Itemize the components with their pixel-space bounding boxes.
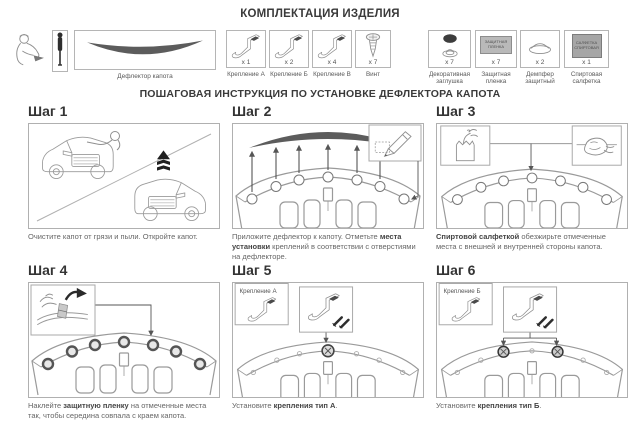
bracket-b-icon <box>272 33 306 59</box>
part-box: x 2 <box>269 30 309 68</box>
part-label: Винт <box>365 71 381 78</box>
step-5-box: Крепление А <box>232 282 424 398</box>
step-1: Шаг 1 Очистите капот от грязи и пыли. От… <box>28 103 220 242</box>
screwdriver-icon <box>53 31 67 71</box>
installer-figure <box>12 30 50 72</box>
part-qty: x 1 <box>241 59 251 66</box>
part-label: Спиртовая салфетка <box>570 71 603 86</box>
part-box: САЛФЕТКА СПИРТОВАЯ x 1 <box>564 30 609 68</box>
bracket-a-icon <box>229 33 263 59</box>
part-box: x 7 <box>355 30 391 68</box>
deflector-icon <box>87 40 203 55</box>
step-4: Шаг 4 Наклейте защитную пленку на отмече… <box>28 262 220 421</box>
part-label: Крепление А <box>227 71 265 78</box>
step-3-illustration <box>440 125 623 228</box>
step-2-caption: Приложите дефлектор к капоту. Отметьте м… <box>232 232 416 261</box>
step-2-illustration <box>235 124 422 228</box>
step-5-inset-label: Крепление А <box>240 288 278 295</box>
step-6-title: Шаг 6 <box>436 262 476 278</box>
step-4-title: Шаг 4 <box>28 262 68 278</box>
step-6-caption: Установите крепления тип Б. <box>436 401 542 410</box>
part-qty: x 7 <box>445 59 454 66</box>
installer-icon <box>12 30 50 72</box>
part-box: x 2 <box>520 30 560 68</box>
step-5-title: Шаг 5 <box>232 262 272 278</box>
part-qty: x 2 <box>535 59 545 66</box>
step-6-inset-label: Крепление Б <box>444 288 481 295</box>
step-2: Шаг 2 Приложит <box>232 103 424 261</box>
step-4-box <box>28 282 220 398</box>
step-1-caption: Очистите капот от грязи и пыли. Откройте… <box>28 232 198 241</box>
film-chip: ЗАЩИТНАЯ ПЛЕНКА <box>480 36 512 54</box>
part-label: Крепление В <box>313 71 351 78</box>
part-box: x 1 <box>226 30 266 68</box>
part-qty: x 1 <box>582 59 591 66</box>
part-box: x 7 <box>428 30 471 68</box>
step-4-illustration <box>30 284 217 396</box>
part-qty: x 7 <box>368 59 378 66</box>
part-label: Крепление Б <box>270 71 308 78</box>
part-label: Декоративная заглушка <box>428 71 471 86</box>
part-film: ЗАЩИТНАЯ ПЛЕНКА x 7 Защитная пленка <box>475 30 517 85</box>
damper-icon <box>526 39 554 55</box>
part-screw: x 7 Винт <box>355 30 391 78</box>
tool-box <box>52 30 68 72</box>
part-bracket-b: x 2 Крепление Б <box>269 30 309 78</box>
step-4-caption: Наклейте защитную пленку на отмеченные м… <box>28 401 207 420</box>
step-3-title: Шаг 3 <box>436 103 476 119</box>
step-6: Шаг 6 Крепление Б <box>436 262 628 411</box>
part-label: Демпфер защитный <box>525 71 555 86</box>
step-3-caption: Спиртовой салфеткой обезжирьте отмеченны… <box>436 232 606 251</box>
step-1-title: Шаг 1 <box>28 103 68 119</box>
deflector-label: Дефлектор капота <box>117 73 173 80</box>
part-box: ЗАЩИТНАЯ ПЛЕНКА x 7 <box>475 30 517 68</box>
part-qty: x 2 <box>284 59 294 66</box>
step-1-illustration <box>36 131 212 222</box>
part-bracket-v: x 4 Крепление В <box>312 30 352 78</box>
screw-icon <box>365 33 381 58</box>
step-3: Шаг 3 Спиртовой салфеткой обезжирьте отм… <box>436 103 628 252</box>
kit-title: КОМПЛЕКТАЦИЯ ИЗДЕЛИЯ <box>240 8 400 20</box>
step-5: Шаг 5 Крепление А Установите кр <box>232 262 424 411</box>
step-1-box <box>28 123 220 229</box>
steps-title: ПОШАГОВАЯ ИНСТРУКЦИЯ ПО УСТАНОВКЕ ДЕФЛЕК… <box>139 88 501 100</box>
bracket-v-icon <box>315 33 349 59</box>
step-2-box <box>232 123 424 229</box>
part-label: Защитная пленка <box>481 71 511 86</box>
part-box: x 4 <box>312 30 352 68</box>
wipe-chip: САЛФЕТКА СПИРТОВАЯ <box>571 34 602 58</box>
step-6-illustration: Крепление Б <box>438 283 624 397</box>
plug-icon <box>438 33 462 60</box>
part-damper: x 2 Демпфер защитный <box>520 30 560 85</box>
step-3-box <box>436 123 628 229</box>
step-5-illustration: Крепление А <box>234 283 420 397</box>
part-plug: x 7 Декоративная заглушка <box>428 30 471 85</box>
step-2-title: Шаг 2 <box>232 103 272 119</box>
part-wipe: САЛФЕТКА СПИРТОВАЯ x 1 Спиртовая салфетк… <box>564 30 609 85</box>
deflector-image-box <box>74 30 216 70</box>
deflector-cell: Дефлектор капота <box>74 30 216 80</box>
step-6-box: Крепление Б <box>436 282 628 398</box>
step-5-caption: Установите крепления тип А. <box>232 401 338 410</box>
part-qty: x 7 <box>491 59 501 66</box>
part-qty: x 4 <box>327 59 337 66</box>
part-bracket-a: x 1 Крепление А <box>226 30 266 78</box>
